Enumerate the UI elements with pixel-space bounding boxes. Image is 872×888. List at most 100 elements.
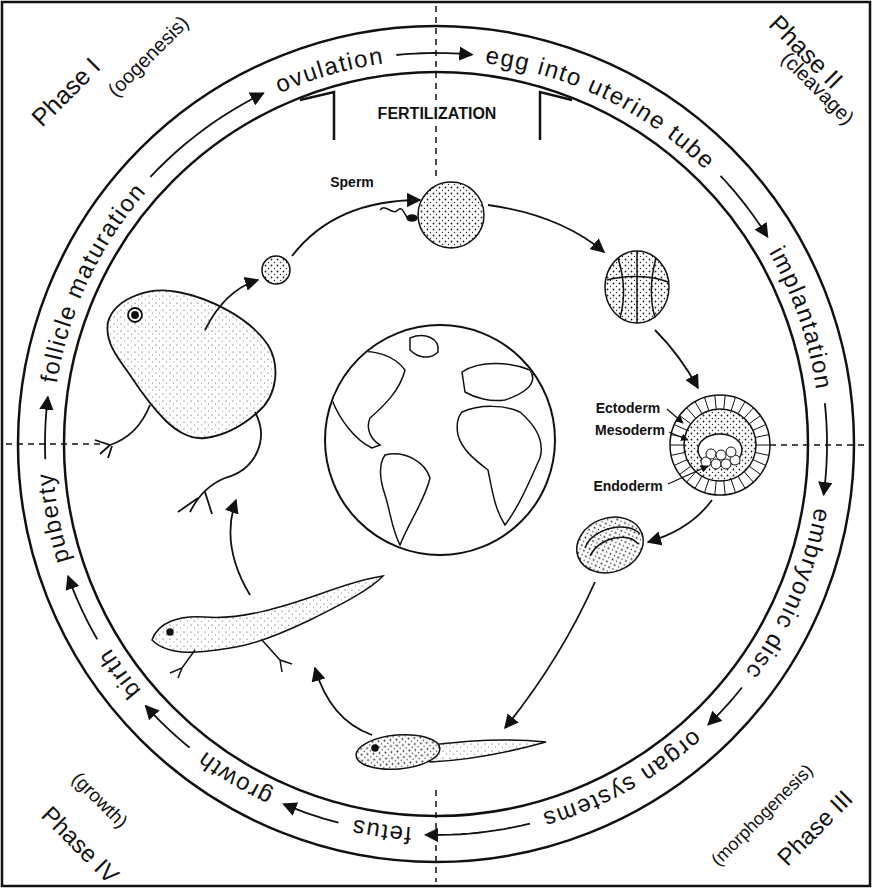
frog-part	[132, 312, 138, 318]
ring-arrow	[824, 403, 827, 495]
phase-divider-part	[6, 443, 100, 445]
globe-part	[328, 336, 541, 545]
gastrula	[670, 395, 770, 495]
cell-wall	[705, 479, 709, 492]
phase-divider-part	[435, 126, 437, 180]
leader-line	[667, 409, 708, 484]
phase-divider	[6, 6, 866, 882]
cell-wall	[680, 416, 691, 424]
cell-wall	[744, 408, 753, 418]
cycle-arrow-part	[488, 205, 604, 252]
ring-label-path: egg into uterine tube	[484, 41, 721, 174]
cell-wall	[744, 472, 753, 482]
fertilized-egg	[418, 182, 484, 248]
phase-divider-part	[770, 444, 866, 446]
globe-part	[325, 325, 555, 555]
frog-part	[107, 290, 275, 438]
cell-wall	[680, 466, 691, 474]
cycle-arrow-part	[315, 668, 372, 735]
fertilization-bracket-part	[540, 92, 572, 140]
fertilization-bracket	[300, 92, 572, 140]
phase-label: (oogenesis)	[104, 12, 192, 100]
ring-arrow	[284, 804, 339, 823]
larva-part	[170, 650, 195, 678]
ring-label: birth	[91, 644, 145, 704]
larva-part	[167, 629, 173, 635]
cleaved-egg-part	[618, 258, 624, 318]
frame-part	[18, 26, 854, 862]
ring-label-path: ovulation	[271, 42, 386, 98]
ring-arrow	[45, 397, 48, 459]
embryo-part	[590, 537, 638, 556]
globe-part-part	[410, 336, 438, 357]
cleaved-egg-part	[607, 276, 668, 282]
larva-part	[152, 576, 383, 652]
ring-label-path: implantation	[764, 241, 838, 391]
cell-wall	[738, 476, 745, 488]
cell-wall	[674, 460, 687, 466]
ring-label: embryonic disc	[740, 507, 836, 686]
tadpole-part	[372, 745, 378, 751]
part-label: Endoderm	[593, 479, 662, 493]
fertilized-egg-part	[418, 182, 484, 248]
frog-part	[95, 405, 150, 458]
phase-divider-part	[435, 790, 437, 882]
cell-wall	[715, 481, 716, 495]
cell-wall	[695, 476, 702, 488]
larva-part	[262, 640, 292, 672]
ring-arrow	[68, 576, 97, 639]
sperm	[380, 208, 417, 221]
globe-part-part	[380, 454, 430, 545]
ring-label-path: organ systems	[539, 725, 707, 834]
cycle-arrow-part	[292, 200, 420, 256]
cycle-arrow-part	[205, 280, 258, 330]
ring-label: follicle maturation	[35, 177, 151, 385]
ring-arrow	[146, 706, 190, 748]
embryo	[569, 508, 651, 582]
phase-label: (growth)	[69, 769, 132, 832]
frame-part	[64, 72, 808, 816]
cell-wall	[753, 460, 766, 466]
embryo-part	[585, 527, 640, 548]
ring-label: fetus	[348, 814, 412, 849]
ring-arrow	[721, 176, 768, 237]
ring-label-path: follicle maturation	[35, 177, 151, 385]
cell-wall	[687, 408, 696, 418]
ring-arrow	[708, 687, 742, 724]
phase-label: Phase I	[27, 53, 105, 131]
ring-arrow	[396, 53, 472, 55]
tadpole-part	[430, 740, 546, 762]
cell-wall	[715, 395, 716, 409]
frog-part	[128, 308, 142, 322]
cell-wall	[671, 452, 685, 455]
embryo-part	[569, 508, 651, 582]
ring-label-path: puberty	[31, 471, 75, 566]
cell-wall	[753, 425, 766, 431]
gastrula-part	[684, 409, 756, 481]
cell-wall	[695, 402, 702, 414]
ring-label: puberty	[31, 471, 75, 566]
ring-label-path: growth	[191, 746, 276, 812]
fertilization-bracket-part	[300, 92, 334, 140]
cleaved-egg-part	[636, 251, 638, 323]
globe-part-part	[457, 406, 541, 525]
ring-label: ovulation	[271, 42, 386, 98]
cycle-arrow-part	[648, 500, 712, 542]
ring-label: egg into uterine tube	[484, 41, 721, 174]
frog-part	[178, 412, 261, 514]
sperm-part	[407, 215, 417, 221]
tadpole-part	[355, 731, 442, 772]
small-egg-part	[262, 256, 290, 284]
leader-line-part	[669, 432, 688, 440]
gastrula-part-part	[711, 459, 721, 469]
part-label: Sperm	[330, 175, 374, 189]
globe	[325, 325, 555, 555]
cleaved-egg-part	[651, 258, 656, 318]
part-label: Ectoderm	[596, 401, 661, 415]
ring-label: implantation	[764, 241, 838, 391]
ring-label-path: birth	[91, 644, 145, 704]
cell-wall	[731, 479, 735, 492]
